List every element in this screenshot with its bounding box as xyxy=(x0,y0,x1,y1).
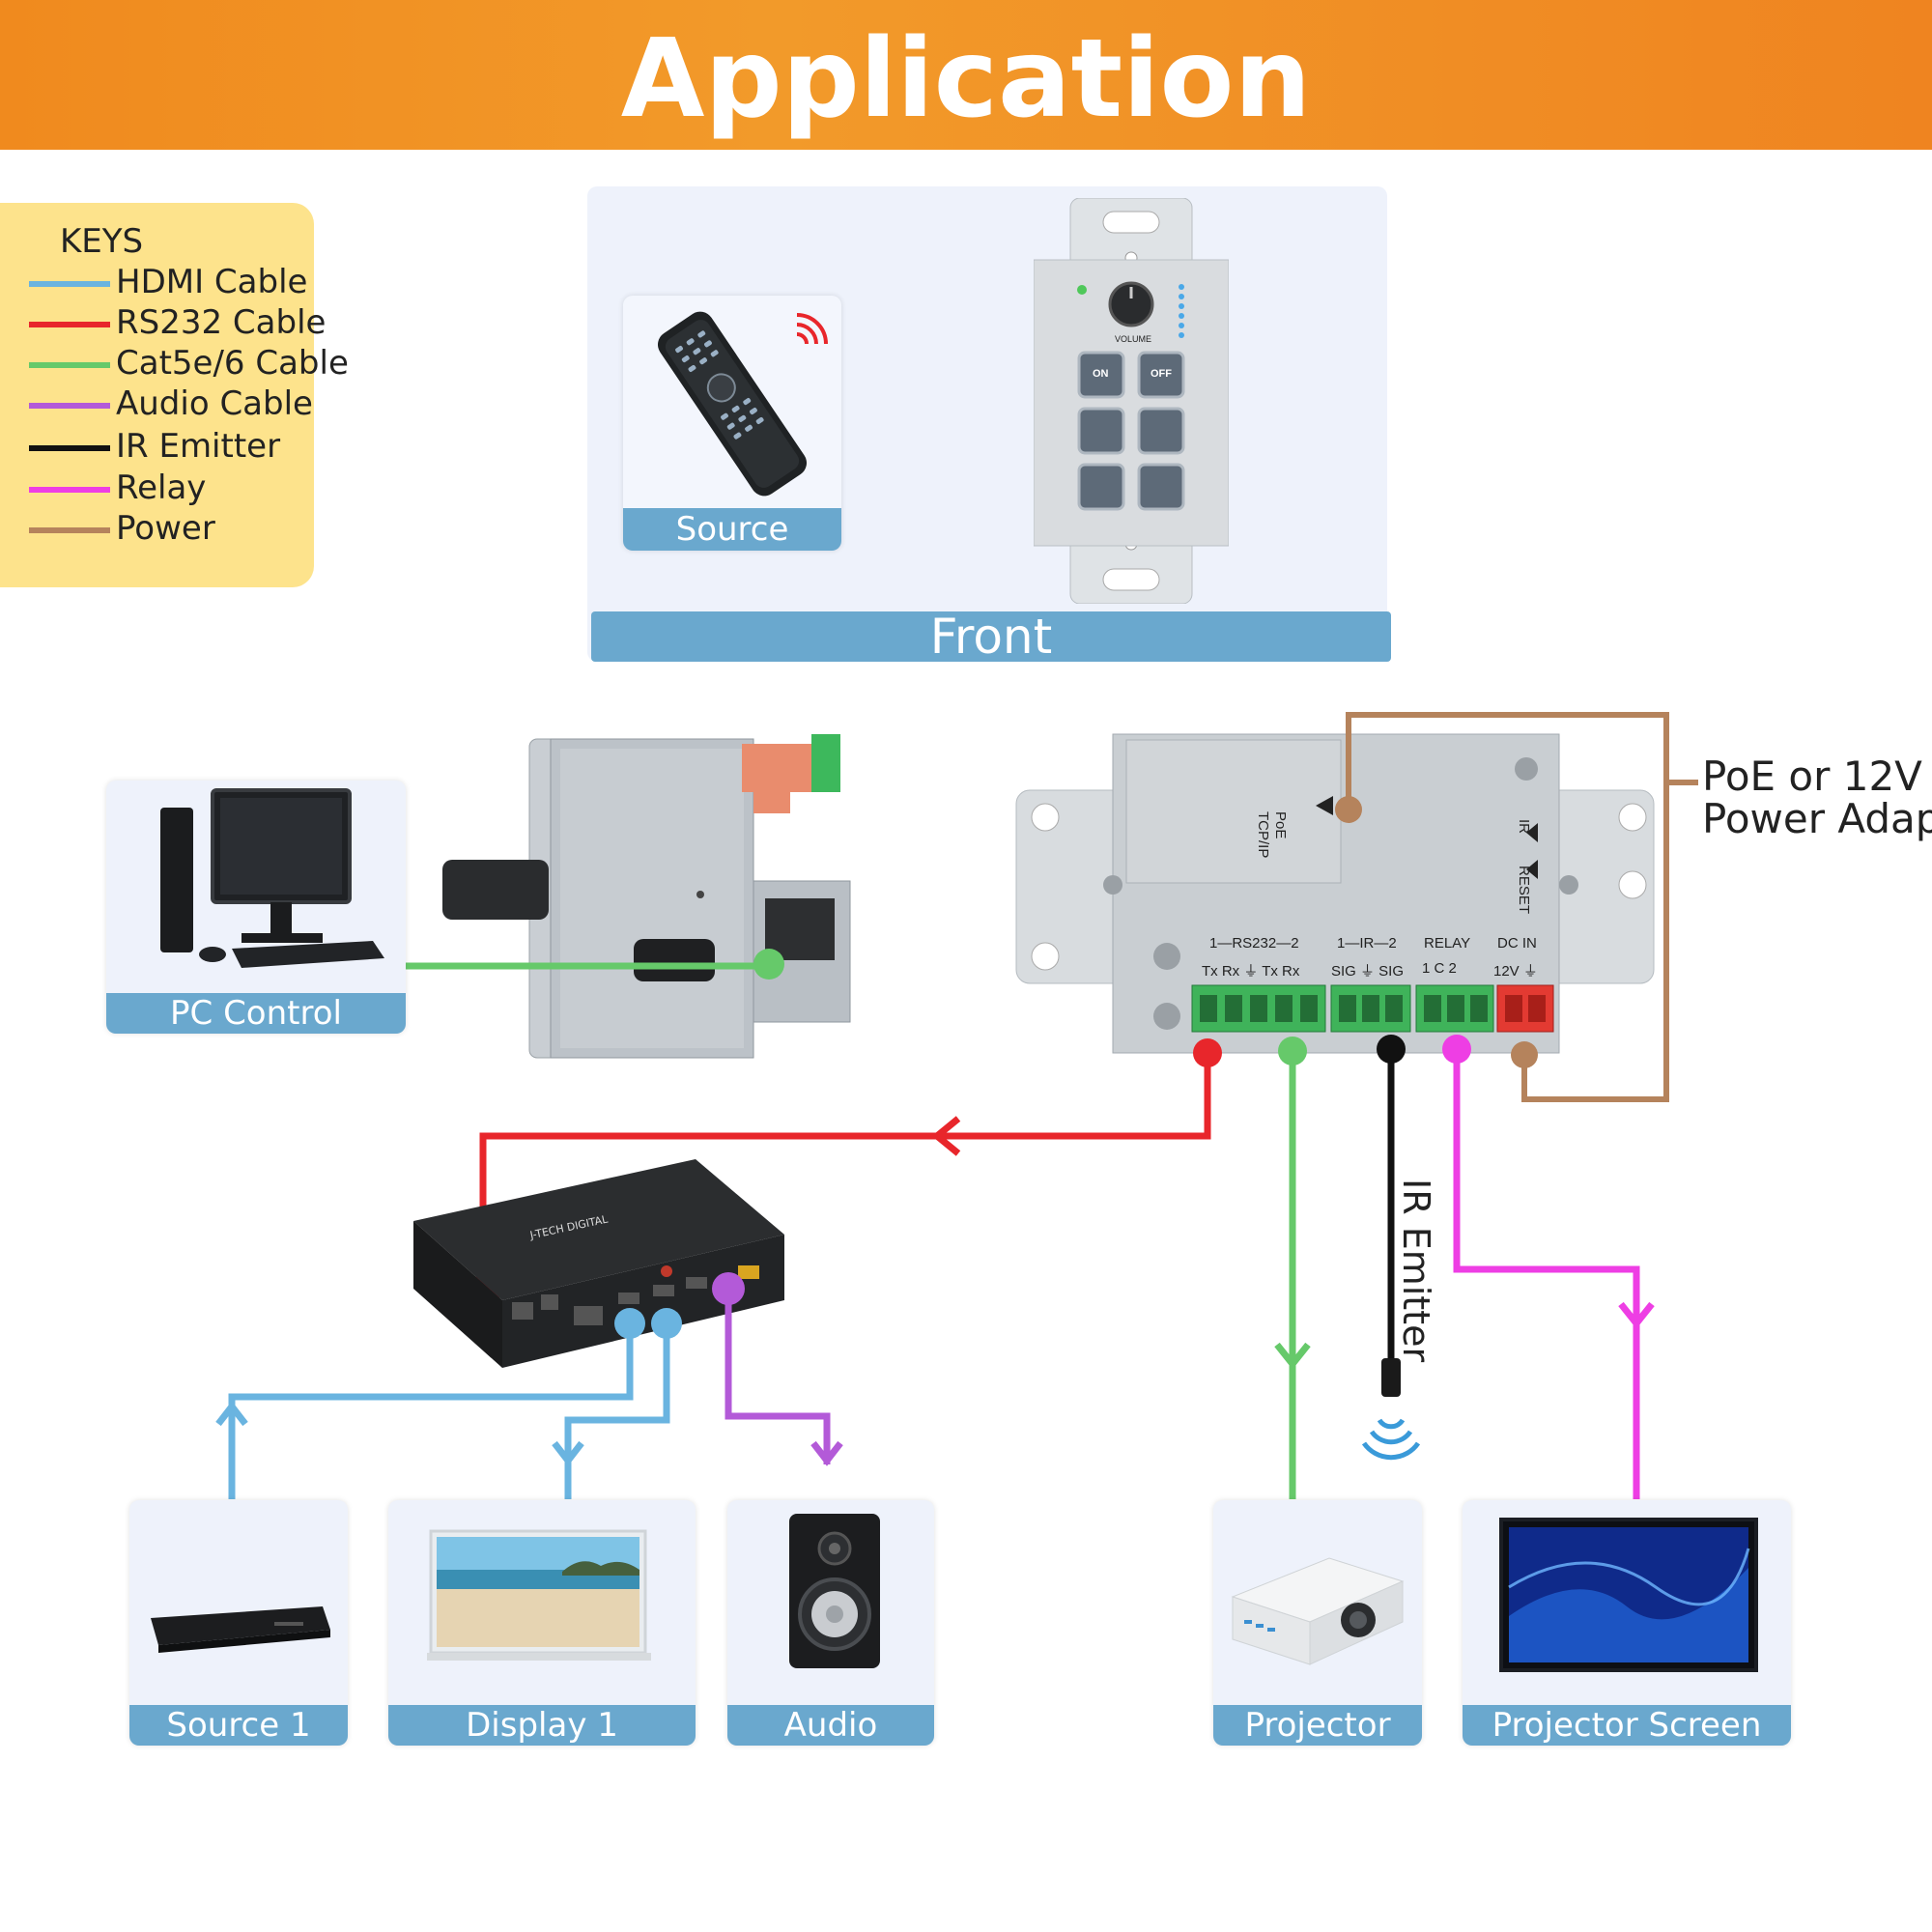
terminal-blocks-graphic xyxy=(1191,984,1554,1033)
header-banner: Application xyxy=(0,0,1932,150)
ir-header: 1—IR—2 xyxy=(1337,935,1397,952)
off-button-icon xyxy=(1137,351,1185,399)
key-label: Relay xyxy=(116,469,207,507)
pc-control-label: PC Control xyxy=(106,993,406,1034)
ir-swatch xyxy=(29,445,110,451)
relay-pins: 1 C 2 xyxy=(1422,960,1457,977)
cat5-swatch xyxy=(29,362,110,368)
key-label: HDMI Cable xyxy=(116,263,308,301)
ir-port-label: IR xyxy=(1516,819,1532,834)
wallplate-side-graphic xyxy=(442,734,851,1059)
source-remote-card: Source Remote xyxy=(623,296,841,551)
screen-icon xyxy=(1499,1518,1758,1672)
ir-emitter-label: IR Emitter xyxy=(1395,1179,1437,1363)
reset-label: RESET xyxy=(1516,866,1532,915)
wallplate-front: VOLUME ON OFF xyxy=(1033,197,1230,605)
display1-label: Display 1 xyxy=(388,1705,696,1746)
front-label: Front xyxy=(591,611,1391,662)
speaker-icon xyxy=(789,1514,880,1668)
remote-icon xyxy=(657,311,828,497)
power-note-line1: PoE or 12V xyxy=(1702,753,1922,800)
dvd-player-icon xyxy=(151,1606,330,1653)
projector-card: Projector xyxy=(1213,1500,1422,1746)
power-led-icon xyxy=(1077,285,1087,295)
key-label: Power xyxy=(116,509,215,548)
pc-icon xyxy=(160,788,384,968)
ir-pins: SIG ⏚ SIG xyxy=(1331,963,1405,980)
key-label: Audio Cable xyxy=(116,384,313,423)
ir-waves-icon xyxy=(1361,1418,1421,1461)
signal-waves-icon xyxy=(796,313,828,345)
projector-screen-card: Projector Screen xyxy=(1463,1500,1791,1746)
display1-card: Display 1 xyxy=(388,1500,696,1746)
tcpip-label: TCP/IP xyxy=(1255,811,1271,859)
power-swatch xyxy=(29,527,110,533)
ir-emitter-icon xyxy=(1381,1358,1401,1397)
audio-output-label: Audio Output xyxy=(727,1705,934,1746)
audio-swatch xyxy=(29,403,110,409)
poe-label: PoE xyxy=(1272,811,1289,839)
display-icon xyxy=(427,1529,651,1661)
projector-icon xyxy=(1231,1557,1405,1665)
audio-output-card: Audio Output xyxy=(727,1500,934,1746)
source1-card: Source 1 xyxy=(129,1500,348,1746)
pc-control-card: PC Control xyxy=(106,781,406,1034)
off-label: OFF xyxy=(1151,368,1172,380)
key-label: IR Emitter xyxy=(116,427,281,466)
source-remote-label: Source Remote xyxy=(623,508,841,551)
on-label: ON xyxy=(1093,368,1109,380)
switcher-graphic xyxy=(413,1159,784,1368)
source1-label: Source 1 xyxy=(129,1705,348,1746)
power-note-line2: Power Adapter xyxy=(1702,795,1932,842)
rs232-pins: Tx Rx ⏚ Tx Rx xyxy=(1202,963,1300,980)
wallplate-rear-graphic xyxy=(1015,733,1655,1054)
volume-knob-icon xyxy=(1108,281,1154,327)
keys-title: KEYS xyxy=(60,222,144,261)
keys-legend: KEYS HDMI Cable RS232 Cable Cat5e/6 Cabl… xyxy=(0,203,349,587)
key-label: RS232 Cable xyxy=(116,303,327,342)
page-title: Application xyxy=(620,16,1312,142)
rs232-swatch xyxy=(29,322,110,327)
relay-swatch xyxy=(29,487,110,493)
dc-pins: 12V ⏚ xyxy=(1493,963,1538,980)
hdmi-swatch xyxy=(29,281,110,287)
volume-label: VOLUME xyxy=(1115,334,1152,344)
projector-label: Projector xyxy=(1213,1705,1422,1746)
relay-header: RELAY xyxy=(1424,935,1471,952)
on-button-icon xyxy=(1077,351,1125,399)
level-leds-icon xyxy=(1179,284,1184,338)
dcin-header: DC IN xyxy=(1497,935,1537,952)
projector-screen-label: Projector Screen xyxy=(1463,1705,1791,1746)
wallplate-front-graphic xyxy=(1033,197,1230,605)
key-label: Cat5e/6 Cable xyxy=(116,344,349,383)
rs232-header: 1—RS232—2 xyxy=(1209,935,1299,952)
